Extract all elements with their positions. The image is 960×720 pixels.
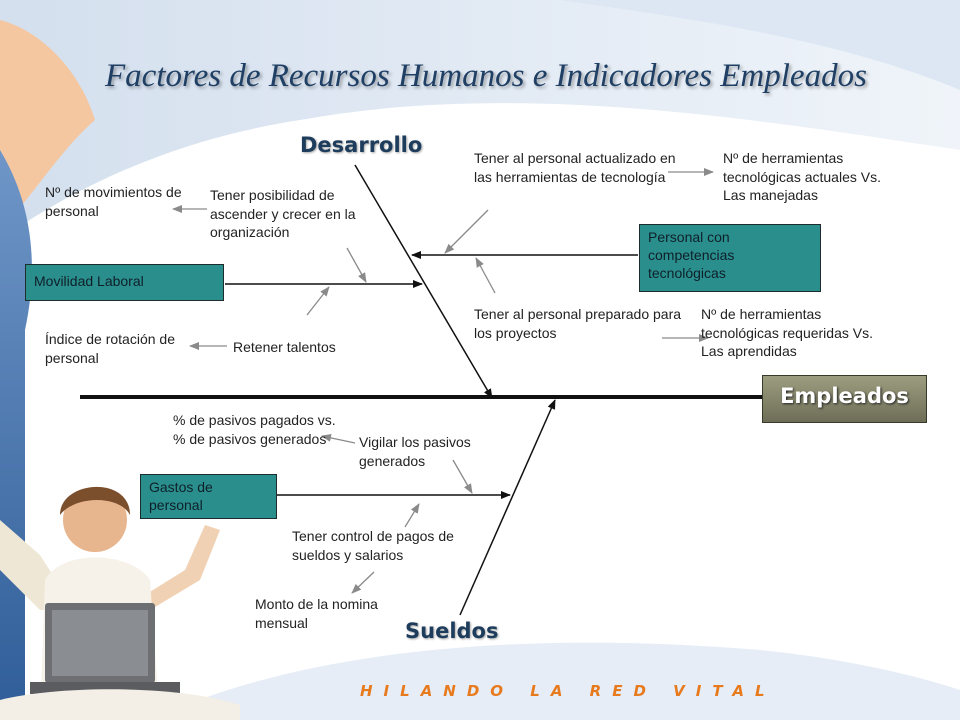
factor-ascender: Tener posibilidad de ascender y crecer e… [210, 187, 356, 240]
footer-slogan: HILANDO LA RED VITAL [360, 682, 776, 700]
factor-vigilar-pasivos: Vigilar los pasivos generados [359, 434, 471, 469]
cause-movilidad-laboral: Movilidad Laboral [25, 264, 224, 301]
retener-arrow [306, 286, 330, 316]
vigilar-arrow [452, 459, 473, 494]
bottom-swoosh [150, 642, 960, 720]
indicator-nomina: Monto de la nomina mensual [255, 596, 378, 631]
effect-box: Empleados [762, 375, 927, 423]
slide-title: Factores de Recursos Humanos e Indicador… [105, 58, 867, 94]
effect-label: Empleados [780, 384, 909, 408]
cause-gastos-personal: Gastos de personal [140, 474, 277, 519]
top-right-swoosh [560, 0, 960, 90]
indicator-herramientas-actuales: Nº de herramientas tecnológicas actuales… [723, 150, 881, 203]
cause-personal-competencias: Personal con competencias tecnológicas [639, 224, 821, 292]
indicator-herramientas-requeridas: Nº de herramientas tecnológicas requerid… [701, 306, 873, 359]
preparado-arrow [475, 257, 496, 294]
sueldos-bone [459, 399, 556, 616]
actualizado-arrow [444, 209, 489, 254]
pasivos-arrow [321, 433, 356, 444]
factor-control-pagos: Tener control de pagos de sueldos y sala… [292, 528, 454, 563]
indicator-pasivos: % de pasivos pagados vs. % de pasivos ge… [173, 412, 336, 447]
desarrollo-bone [354, 164, 493, 399]
ascender-arrow [346, 247, 367, 283]
nomina-arrow [351, 571, 375, 594]
factor-retener-talentos: Retener talentos [233, 339, 336, 355]
woman-with-laptop-illustration [0, 486, 240, 720]
indicator-movimientos: Nº de movimientos de personal [45, 184, 182, 219]
peach-swoosh [0, 20, 95, 230]
control-pagos-arrow [404, 503, 420, 528]
category-desarrollo: Desarrollo [300, 133, 423, 157]
top-swoosh [0, 0, 960, 240]
factor-personal-actualizado: Tener al personal actualizado en las her… [474, 150, 676, 185]
indicator-rotacion: Índice de rotación de personal [45, 331, 175, 366]
category-sueldos: Sueldos [405, 619, 499, 643]
factor-personal-preparado: Tener al personal preparado para los pro… [474, 306, 682, 341]
